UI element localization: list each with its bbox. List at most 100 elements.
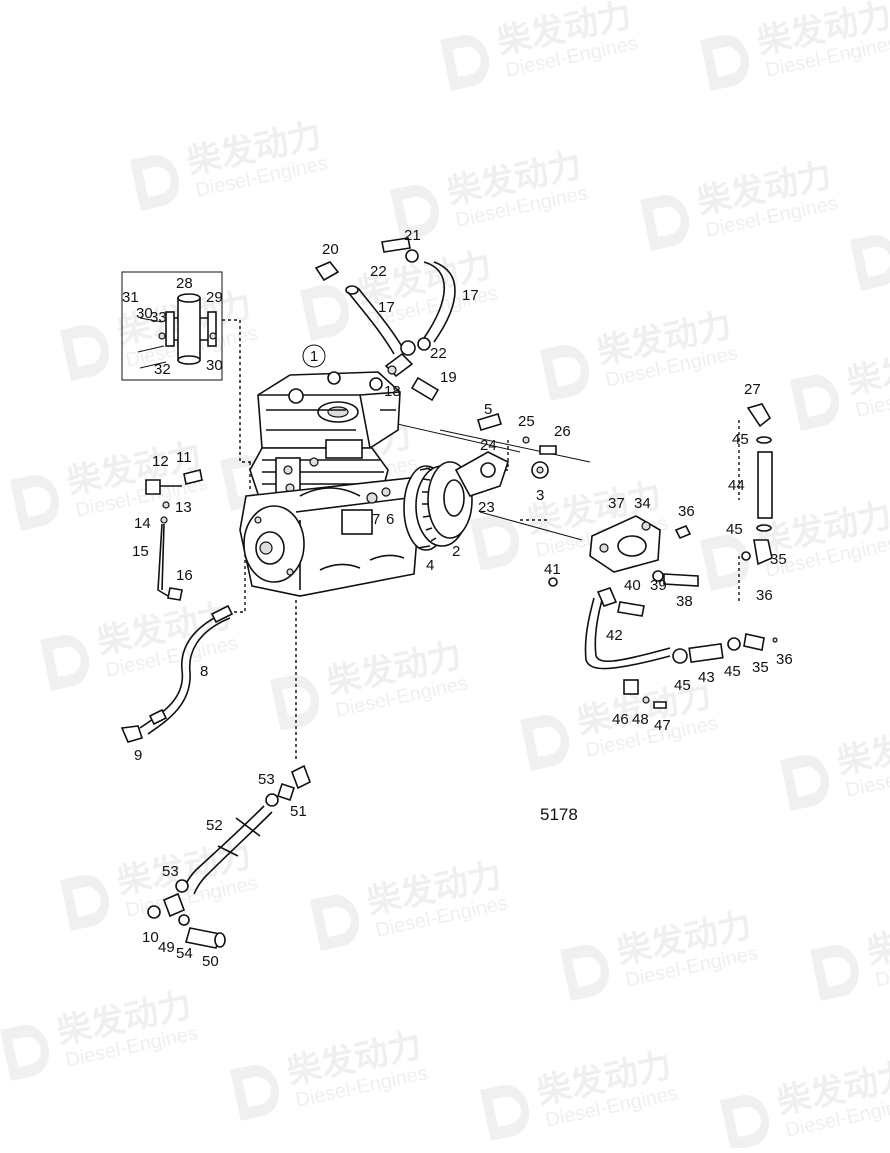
part-number-label: 18 (384, 383, 401, 400)
watermark-logo-icon (780, 755, 830, 811)
air-compressor (239, 371, 557, 597)
part-number-label: 26 (554, 423, 571, 440)
part-number-label: 39 (650, 577, 667, 594)
watermark-logo-icon (60, 325, 110, 381)
watermark-logo-icon (440, 35, 490, 91)
part-number-label: 33 (150, 309, 167, 326)
watermark-logo-icon (850, 235, 890, 291)
watermark-logo-icon (700, 35, 750, 91)
watermark-text-cn: 柴发动力 (864, 905, 890, 972)
watermark-logo-icon (480, 1085, 530, 1141)
part-number-label: 22 (370, 263, 387, 280)
part-number-label: 42 (606, 627, 623, 644)
circled-label: 1 (310, 348, 318, 365)
part-number-label: 10 (142, 929, 159, 946)
watermark-logo-icon (810, 945, 860, 1001)
part-number-label: 45 (726, 521, 743, 538)
part-number-label: 17 (378, 299, 395, 316)
watermark-logo-icon (230, 1065, 280, 1121)
part-number-label: 30 (206, 357, 223, 374)
watermark-logo-icon (540, 345, 590, 401)
part-number-label: 3 (536, 487, 544, 504)
part-number-label: 22 (430, 345, 447, 362)
part-number-label: 46 (612, 711, 629, 728)
part-number-label: 2 (452, 543, 460, 560)
assembly-callout: 1 (302, 344, 326, 368)
part-number-label: 28 (176, 275, 193, 292)
part-number-label: 51 (290, 803, 307, 820)
part-number-label: 48 (632, 711, 649, 728)
part-number-label: 31 (122, 289, 139, 306)
part-number-label: 37 (608, 495, 625, 512)
part-number-label: 54 (176, 945, 193, 962)
part-number-label: 5 (484, 401, 492, 418)
watermark-logo-icon (790, 375, 840, 431)
part-number-label: 25 (518, 413, 535, 430)
watermark-logo-icon (40, 635, 90, 691)
part-number-label: 45 (732, 431, 749, 448)
part-number-label: 4 (426, 557, 434, 574)
watermark-logo-icon (700, 535, 750, 591)
coolant-hoses (314, 237, 456, 402)
part-number-label: 34 (634, 495, 651, 512)
part-number-label: 30 (136, 305, 153, 322)
part-number-label: 43 (698, 669, 715, 686)
part-number-label: 35 (770, 551, 787, 568)
part-number-label: 9 (134, 747, 142, 764)
watermark-logo-icon (640, 195, 690, 251)
part-number-label: 45 (674, 677, 691, 694)
part-number-label: 50 (202, 953, 219, 970)
part-number-label: 36 (678, 503, 695, 520)
part-number-label: 49 (158, 939, 175, 956)
watermark-logo-icon (310, 895, 360, 951)
part-number-label: 32 (154, 361, 171, 378)
part-number-label: 15 (132, 543, 149, 560)
watermark-logo-icon (720, 1095, 770, 1151)
watermark-logo-icon (60, 875, 110, 931)
part-number-label: 53 (162, 863, 179, 880)
part-number-label: 35 (752, 659, 769, 676)
part-number-label: 24 (480, 437, 497, 454)
drive-gear (422, 461, 473, 542)
part-number-label: 19 (440, 369, 457, 386)
part-number-label: 17 (462, 287, 479, 304)
part-number-label: 53 (258, 771, 275, 788)
left-side-fittings (120, 469, 234, 743)
watermark-logo-icon (560, 945, 610, 1001)
part-number-label: 7 (372, 511, 380, 528)
part-number-label: 52 (206, 817, 223, 834)
part-number-label: 23 (478, 499, 495, 516)
part-number-label: 12 (152, 453, 169, 470)
watermark-text-cn: 柴发动力 (844, 335, 890, 402)
part-number-label: 38 (676, 593, 693, 610)
watermark-logo-icon (470, 515, 520, 571)
part-number-label: 36 (756, 587, 773, 604)
part-number-label: 6 (386, 511, 394, 528)
part-number-label: 8 (200, 663, 208, 680)
part-number-label: 40 (624, 577, 641, 594)
watermark-logo-icon (390, 185, 440, 241)
part-number-label: 16 (176, 567, 193, 584)
leader-lines (232, 320, 740, 760)
part-number-label: 20 (322, 241, 339, 258)
bottom-hose-assembly (147, 764, 312, 949)
